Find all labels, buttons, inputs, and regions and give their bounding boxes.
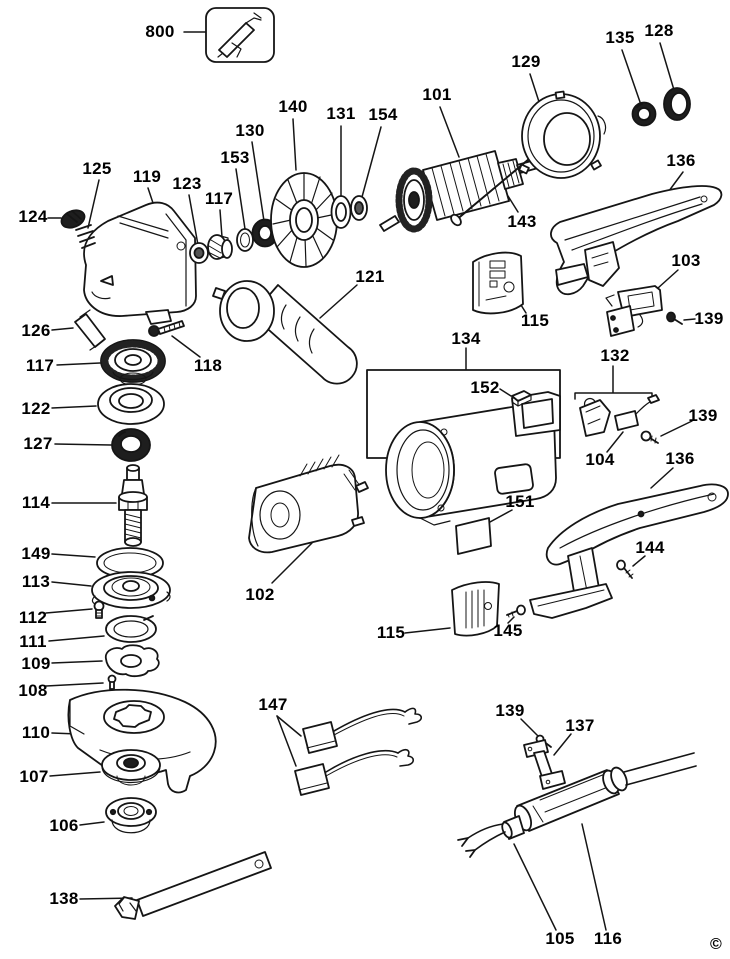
part-bearing-127	[111, 428, 151, 462]
part-pin-143	[450, 158, 530, 227]
copyright-mark: ©	[710, 936, 722, 953]
part-label-plate-151	[455, 517, 492, 555]
part-switch	[605, 285, 663, 337]
part-screw-139-top	[666, 311, 683, 325]
part-gear-housing	[83, 201, 197, 325]
part-cord-protector	[501, 752, 697, 840]
part-lead-wires	[294, 707, 423, 796]
part-pinion-gear	[207, 234, 233, 260]
part-field-coil	[248, 454, 369, 554]
part-cover-top	[472, 251, 524, 315]
part-pin-126	[74, 309, 106, 351]
part-brush-assembly	[579, 394, 660, 437]
part-wrench	[114, 851, 272, 920]
inset-box-tool-thumbnail	[205, 7, 275, 63]
part-crown-gear	[100, 339, 166, 386]
part-screw-144	[616, 559, 634, 579]
part-bearing-flange	[91, 571, 171, 609]
part-cover-mid	[451, 581, 500, 637]
part-flange-plate	[104, 644, 160, 678]
part-end-cap	[60, 209, 86, 229]
part-cord-clamp	[523, 739, 566, 790]
part-nut	[189, 242, 209, 264]
part-washer-131	[330, 195, 352, 229]
part-ring-128	[663, 87, 691, 121]
part-ring-111	[105, 615, 157, 643]
part-side-handle	[212, 280, 358, 385]
part-screw-108	[107, 674, 117, 690]
part-clamp-flange	[101, 749, 161, 786]
part-motor-housing	[385, 391, 561, 526]
part-cord-wires	[457, 823, 506, 858]
part-clamp-nut	[105, 797, 157, 834]
part-washer-154	[350, 195, 368, 221]
part-handle-housing-top	[550, 185, 723, 296]
part-screw-118	[148, 320, 185, 337]
part-screw-145	[506, 604, 526, 618]
part-baffle	[518, 90, 607, 179]
part-handle-housing-bottom	[529, 483, 729, 619]
part-spindle	[118, 464, 148, 547]
part-bearing-135	[631, 101, 657, 127]
part-spring	[75, 224, 96, 249]
part-fan	[270, 172, 338, 268]
part-washer-122	[97, 383, 165, 425]
part-o-ring	[96, 547, 164, 579]
part-screw-112	[93, 600, 105, 619]
part-brush-152	[511, 390, 532, 407]
part-screw-139-mid	[640, 430, 659, 444]
part-retaining-ring	[236, 228, 254, 252]
